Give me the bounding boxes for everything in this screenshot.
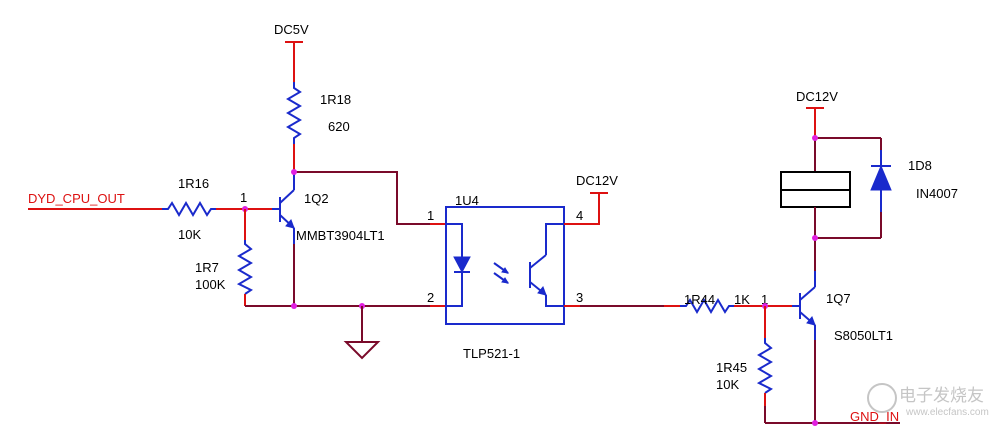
u4-pin4: 4 [576, 208, 583, 223]
u4-pin1: 1 [427, 208, 434, 223]
r7-name: 1R7 [195, 260, 219, 275]
cpu-input-net: DYD_CPU_OUT [28, 191, 162, 210]
dc12v-b-label: DC12V [796, 89, 838, 104]
resistor-1r45: 1R45 10K [716, 306, 773, 423]
u4-pin2: 2 [427, 290, 434, 305]
watermark-url: www.elecfans.com [905, 407, 989, 418]
q7-part: S8050LT1 [834, 328, 893, 343]
resistor-1r18: 1R18 620 [286, 82, 351, 144]
r44-value: 1K [734, 292, 750, 307]
watermark-text: 电子发烧友 [899, 386, 984, 405]
r45-name: 1R45 [716, 360, 747, 375]
transistor-1q2: 1Q2 MMBT3904LT1 [272, 172, 385, 244]
r16-name: 1R16 [178, 176, 209, 191]
resistor-1r16: 1R16 10K [162, 176, 216, 242]
q2-part: MMBT3904LT1 [296, 228, 385, 243]
u4-name: 1U4 [455, 193, 479, 208]
dc12v-supply-b: DC12V [796, 89, 838, 138]
resistor-1r44: 1R44 1K [680, 292, 750, 314]
q7-name: 1Q7 [826, 291, 851, 306]
gnd-in-label: GND_IN [850, 409, 899, 424]
dc5v-supply: DC5V [274, 22, 309, 82]
q2-pin1: 1 [240, 190, 247, 205]
u4-pin3: 3 [576, 290, 583, 305]
d8-part: IN4007 [916, 186, 958, 201]
cpu-net-label: DYD_CPU_OUT [28, 191, 125, 206]
ground-symbol [343, 306, 381, 360]
q7-pin1: 1 [761, 292, 768, 307]
d8-name: 1D8 [908, 158, 932, 173]
relay-coil [780, 171, 851, 208]
dc12v-supply-a: DC12V [564, 173, 618, 225]
optocoupler-1u4: 1U4 1 2 4 3 TLP521-1 [427, 193, 583, 361]
r18-name: 1R18 [320, 92, 351, 107]
r16-value: 10K [178, 227, 201, 242]
r18-value: 620 [328, 119, 350, 134]
r44-name: 1R44 [684, 292, 715, 307]
q2-name: 1Q2 [304, 191, 329, 206]
dc5v-label: DC5V [274, 22, 309, 37]
watermark: 电子发烧友 www.elecfans.com [867, 383, 989, 418]
transistor-1q7: 1Q7 S8050LT1 [792, 271, 893, 343]
u4-part: TLP521-1 [463, 346, 520, 361]
r45-value: 10K [716, 377, 739, 392]
resistor-1r7: 1R7 100K [195, 209, 253, 306]
dc12v-a-label: DC12V [576, 173, 618, 188]
diode-1d8: 1D8 IN4007 [870, 138, 958, 238]
r7-value: 100K [195, 277, 226, 292]
